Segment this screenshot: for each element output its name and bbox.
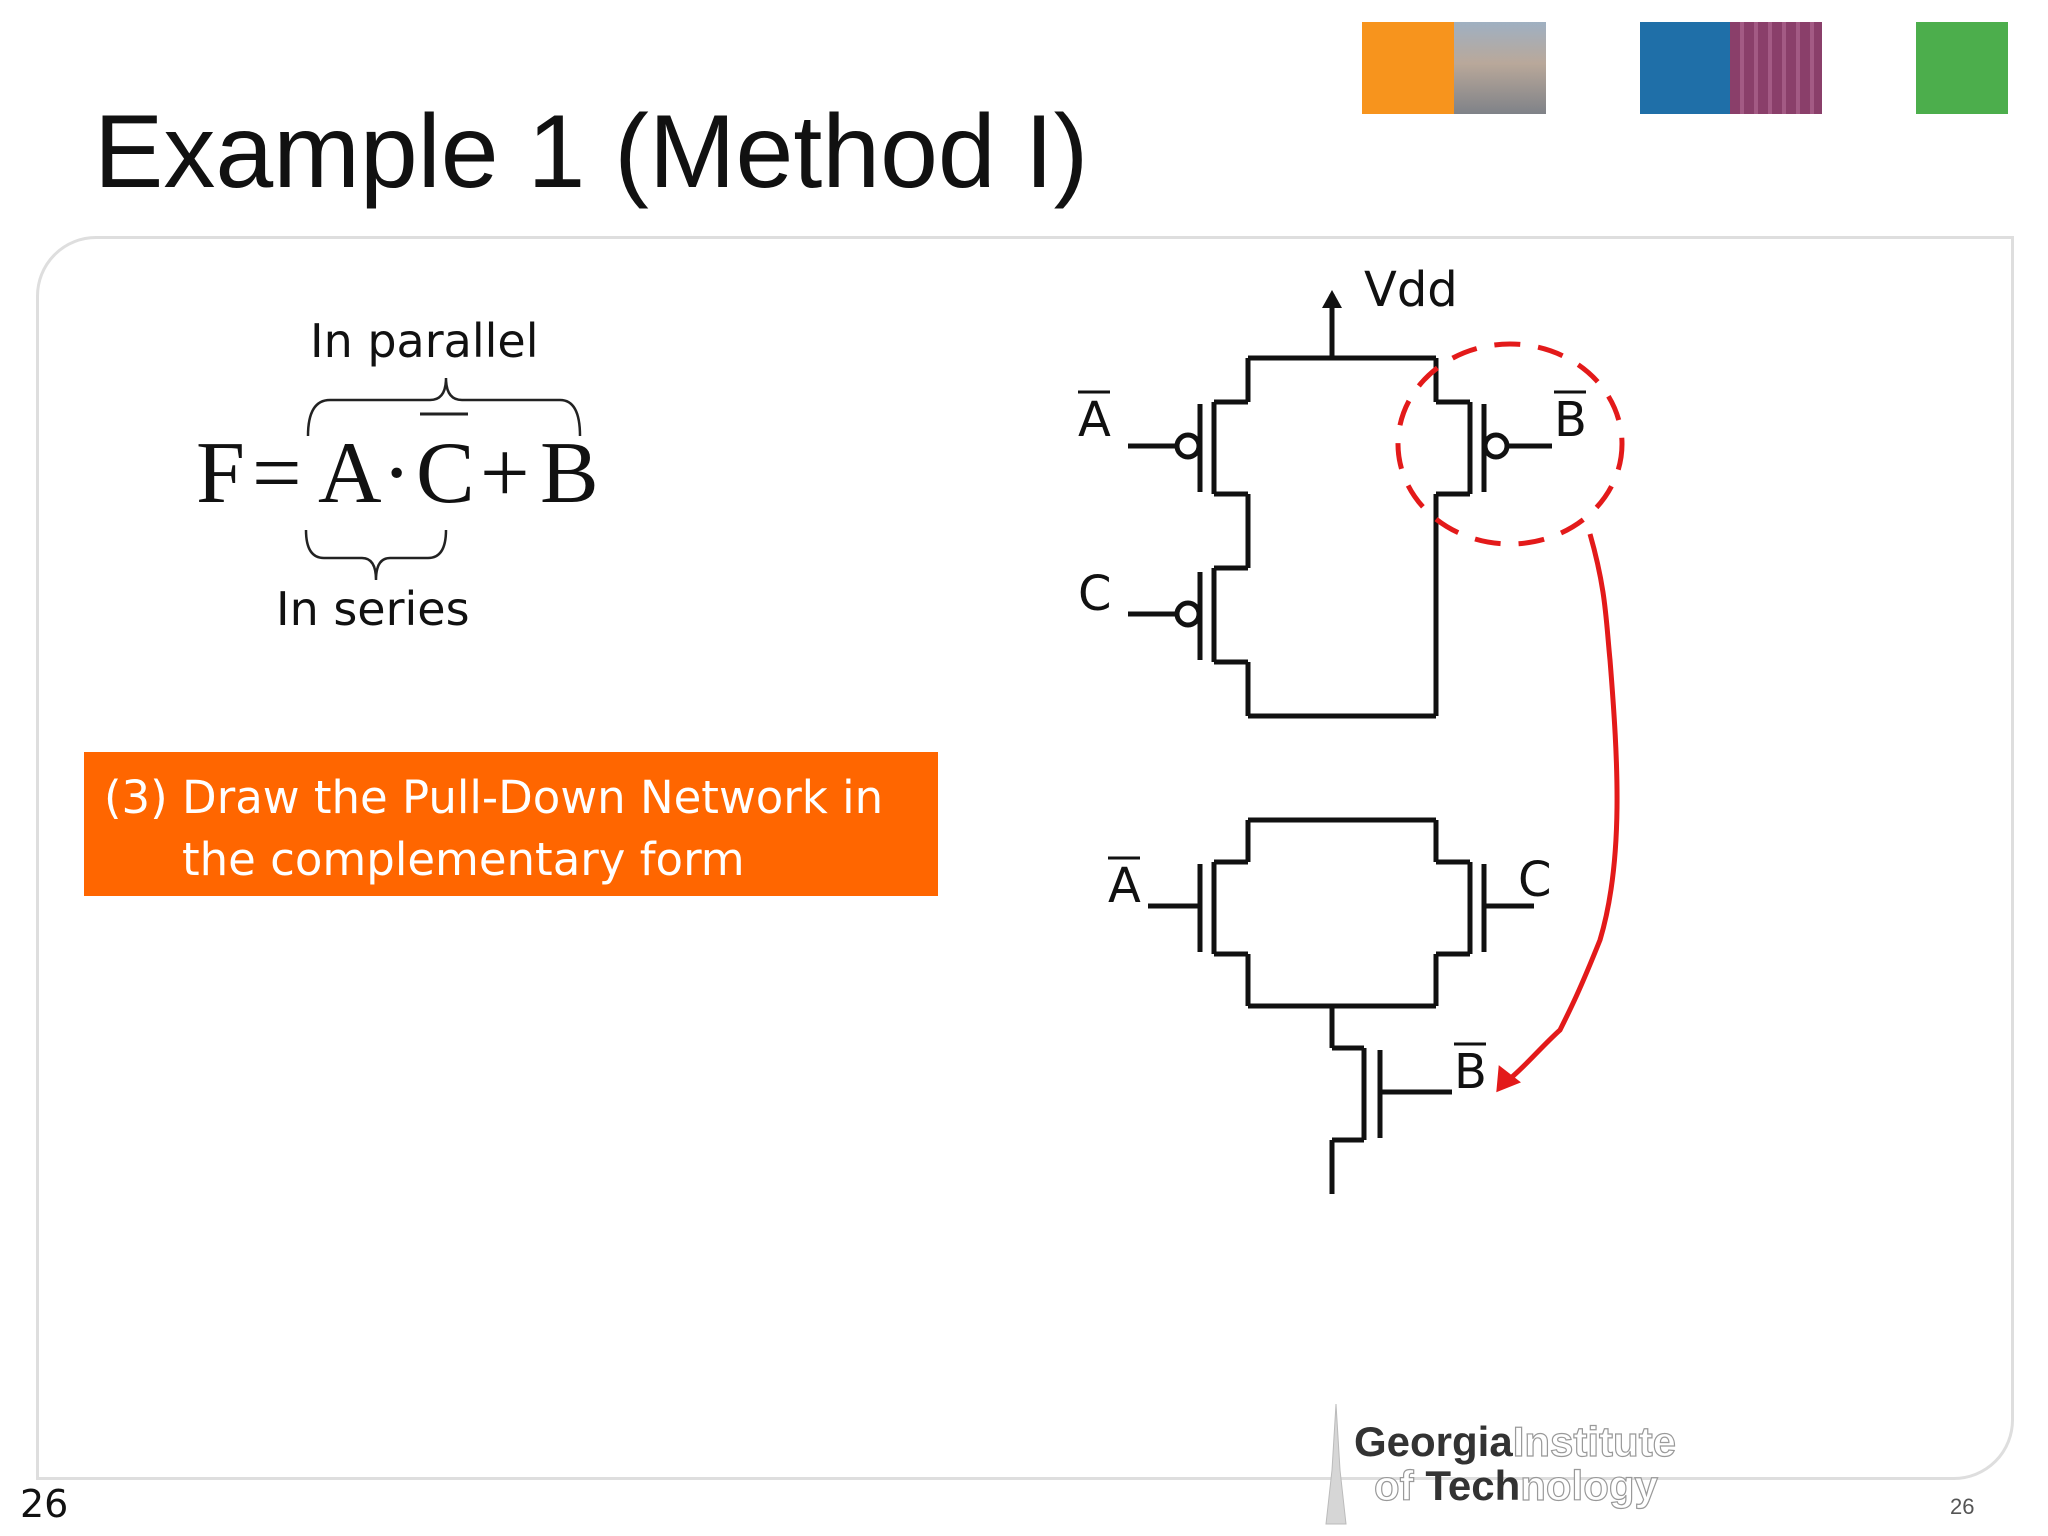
pdn-gate-b-label: B	[1454, 1044, 1487, 1100]
highlight-curved-arrow	[1504, 533, 1620, 1084]
eq-dot: ·	[382, 425, 412, 522]
eq-term-b: B	[540, 425, 599, 522]
header-campus-photo	[1454, 22, 1546, 114]
callout-line-1: (3) Draw the Pull-Down Network in	[104, 771, 884, 824]
highlight-arrowhead	[1496, 1065, 1521, 1093]
highlight-dashed-circle	[1395, 341, 1625, 547]
svg-text:GeorgiaInstitute: GeorgiaInstitute	[1354, 1418, 1676, 1465]
in-parallel-label: In parallel	[310, 314, 539, 368]
eq-term-a: A	[318, 425, 382, 522]
eq-lhs: F	[196, 425, 245, 522]
georgia-tech-logo: GeorgiaInstitute of Technology	[1325, 1403, 1677, 1525]
in-series-label: In series	[276, 582, 470, 636]
slide-title: Example 1 (Method I)	[94, 94, 1089, 210]
header-chip-photo	[1730, 22, 1822, 114]
pun-gate-c-label: C	[1078, 566, 1112, 622]
pun-gate-b-label: B	[1554, 392, 1587, 448]
content-frame	[36, 236, 2014, 1480]
eq-plus: +	[480, 425, 530, 522]
header-blue-tile	[1640, 22, 1732, 114]
vdd-label: Vdd	[1364, 262, 1458, 318]
eq-equals: =	[252, 425, 302, 522]
callout-line-2: the complementary form	[182, 833, 745, 886]
pull-down-network	[1148, 817, 1534, 1194]
page-number-small: 26	[1950, 1494, 1975, 1519]
header-green-tile	[1916, 22, 2008, 114]
pull-up-network	[1128, 290, 1552, 719]
pdn-gate-c-label: C	[1518, 852, 1552, 908]
pun-gate-a-label: A	[1078, 392, 1111, 448]
page-number: 26	[20, 1482, 69, 1526]
pdn-gate-a-label: A	[1108, 858, 1141, 914]
instruction-callout: (3) Draw the Pull-Down Network in the co…	[84, 752, 938, 896]
gate-overlines	[1078, 390, 1586, 1046]
eq-term-c: C	[416, 425, 475, 522]
svg-text:of Technology: of Technology	[1374, 1462, 1659, 1509]
header-orange-tile	[1362, 22, 1454, 114]
